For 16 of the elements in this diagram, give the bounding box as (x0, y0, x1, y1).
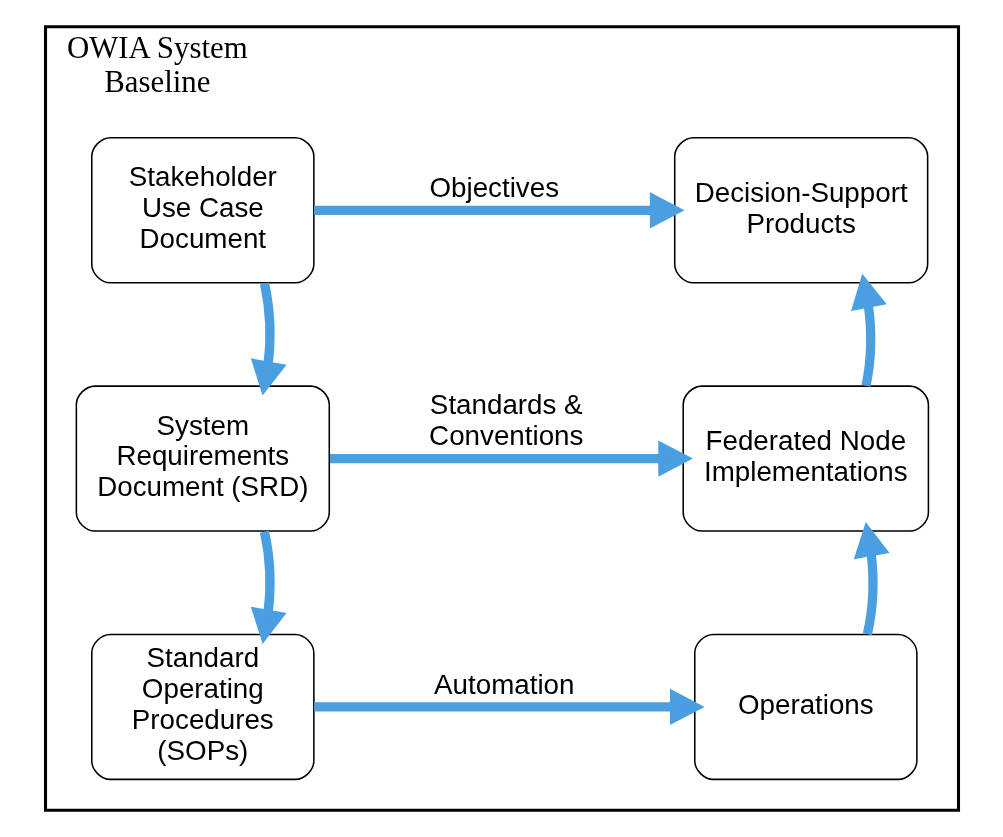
arrow (313, 688, 705, 726)
node-box: Federated Node Implementations (681, 385, 929, 532)
node-box: Stakeholder Use Case Document (90, 137, 315, 284)
arrow (853, 521, 890, 636)
node-box: Operations (693, 633, 918, 781)
node-box: Standard Operating Procedures (SOPs) (90, 633, 315, 781)
arrow (313, 192, 685, 229)
node-box: Decision-Support Products (673, 137, 928, 284)
arrow (250, 530, 287, 644)
edge-label: Automation (433, 668, 575, 700)
edge-label: Objectives (429, 172, 559, 204)
arrow (329, 440, 693, 477)
node-box: System Requirements Document (SRD) (75, 385, 330, 532)
edge-label: Standards & Conventions (428, 389, 583, 452)
arrow (850, 273, 887, 387)
arrow (250, 282, 287, 396)
